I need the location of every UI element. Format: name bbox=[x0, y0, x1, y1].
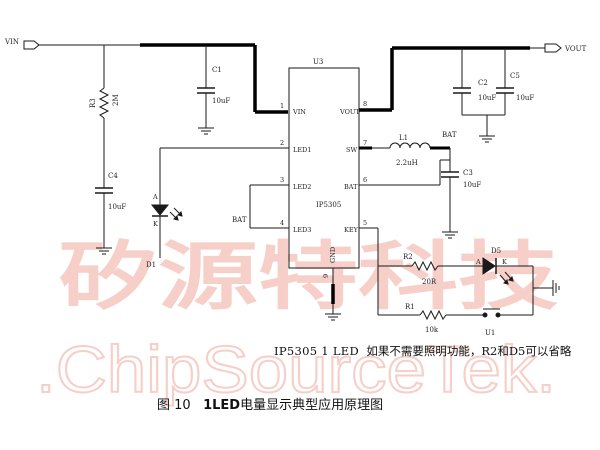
pin-vin-label: VIN bbox=[292, 108, 306, 116]
c5-value: 10uF bbox=[516, 94, 534, 102]
d5-cathode: K bbox=[502, 258, 507, 266]
d1-anode: A bbox=[152, 193, 158, 201]
u1-switch-contact-left bbox=[482, 312, 488, 318]
c2-value: 10uF bbox=[478, 94, 496, 102]
c1-value: 10uF bbox=[212, 97, 230, 105]
c3-ref: C3 bbox=[463, 169, 473, 177]
l1-inductor bbox=[389, 142, 431, 149]
pin-vin-num: 1 bbox=[280, 102, 284, 110]
figure-gap bbox=[191, 398, 203, 413]
net-vout: VOUT bbox=[564, 45, 587, 53]
d1-cathode: K bbox=[153, 220, 158, 228]
d5-led-diode bbox=[482, 257, 496, 275]
pin-led1-num: 2 bbox=[280, 139, 284, 147]
pin-led2-label: LED2 bbox=[293, 183, 311, 191]
r1-resistor bbox=[419, 309, 447, 321]
d1-ref: D1 bbox=[146, 261, 156, 269]
caption-note: IP5305 1 LED 如果不需要照明功能，R2和D5可以省略 bbox=[274, 343, 571, 359]
vin-port-symbol bbox=[23, 40, 40, 50]
ic-part: IP5305 bbox=[316, 201, 341, 209]
ic-u3-body bbox=[288, 67, 360, 269]
c2-ref: C2 bbox=[478, 79, 488, 87]
pin-led3-label: LED3 bbox=[293, 226, 311, 234]
pin-sw-label: SW bbox=[346, 146, 357, 154]
r1-value: 10k bbox=[425, 326, 439, 334]
l1-value: 2.2uH bbox=[396, 159, 418, 167]
ic-ref: U3 bbox=[313, 58, 323, 66]
c5-ref: C5 bbox=[510, 72, 520, 80]
d1-led-diode bbox=[150, 204, 170, 216]
r2-value: 20R bbox=[422, 278, 437, 286]
c1-ref: C1 bbox=[212, 66, 222, 74]
pin-bat-label: BAT bbox=[344, 183, 358, 191]
watermark-english: .ChipSourceTek. bbox=[36, 332, 556, 406]
c4-value: 10uF bbox=[108, 203, 126, 211]
caption-note-text: 如果不需要照明功能， bbox=[366, 344, 482, 358]
pin-sw-num: 7 bbox=[363, 139, 367, 147]
pin-gnd-label: GND bbox=[329, 247, 337, 263]
r3-resistor bbox=[98, 87, 110, 119]
r2-ref: R2 bbox=[403, 253, 413, 261]
r1-ref: R1 bbox=[405, 303, 415, 311]
pin-vout-num: 8 bbox=[363, 100, 367, 108]
l1-ref: L1 bbox=[399, 134, 408, 142]
caption-note-r2: R2 bbox=[481, 344, 498, 358]
d5-ref: D5 bbox=[491, 247, 501, 255]
figure-title: 电量显示典型应用原理图 bbox=[240, 398, 384, 413]
figure-caption: 图 10 1LED电量显示典型应用原理图 bbox=[157, 394, 383, 413]
caption-note-part: IP5305 1 LED bbox=[274, 344, 360, 358]
pin-gnd-num: 9 bbox=[322, 274, 330, 278]
net-vin: VIN bbox=[4, 38, 19, 46]
r3-value: 2M bbox=[112, 94, 120, 106]
r2-resistor bbox=[411, 260, 439, 272]
net-bat-led: BAT bbox=[232, 216, 247, 224]
caption-note-d5: D5 bbox=[508, 344, 526, 358]
pin-led1-label: LED1 bbox=[293, 146, 311, 154]
pin-key-num: 5 bbox=[363, 219, 367, 227]
caption-note-and: 和 bbox=[497, 344, 509, 358]
caption-note-tail: 可以省略 bbox=[525, 344, 572, 358]
u1-ref: U1 bbox=[485, 329, 495, 337]
figure-number: 图 10 bbox=[157, 398, 191, 413]
c3-value: 10uF bbox=[463, 181, 481, 189]
pin-led3-num: 4 bbox=[280, 219, 284, 227]
c4-ref: C4 bbox=[108, 172, 118, 180]
figure-bold-label: 1LED bbox=[203, 398, 241, 413]
r3-ref: R3 bbox=[89, 98, 97, 108]
vout-port-symbol bbox=[544, 43, 562, 53]
watermark-chinese: 矽源特科技 bbox=[58, 234, 558, 320]
pin-bat-num: 6 bbox=[363, 176, 367, 184]
pin-vout-label: VOUT bbox=[339, 108, 360, 116]
d5-anode: A bbox=[475, 258, 481, 266]
net-bat-l1: BAT bbox=[442, 131, 457, 139]
pin-key-label: KEY bbox=[344, 226, 359, 234]
pin-led2-num: 3 bbox=[280, 176, 284, 184]
